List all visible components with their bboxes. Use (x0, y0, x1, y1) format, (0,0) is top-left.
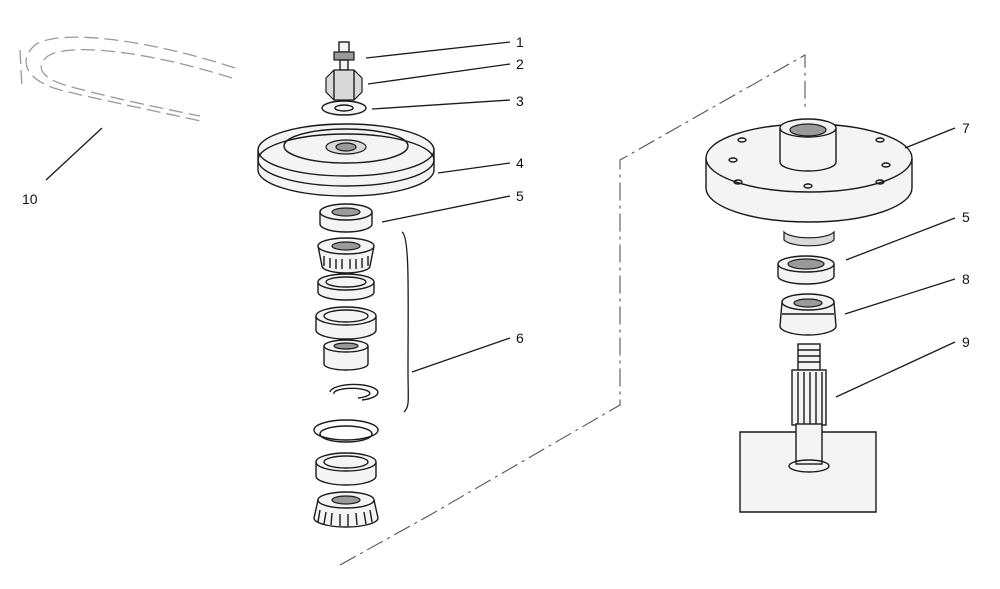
leader-4 (437, 162, 511, 174)
alignment-line (339, 54, 806, 566)
seal-upper (319, 203, 373, 233)
nut (325, 69, 363, 101)
v-belt (19, 36, 236, 123)
bracket-6 (401, 231, 409, 413)
leader-5a (381, 195, 511, 223)
leader-lines (365, 41, 956, 398)
callout-3: 3 (516, 93, 524, 109)
callout-9: 9 (962, 334, 970, 350)
callout-5-lower: 5 (962, 209, 970, 225)
bearing-cup-lower-ring (313, 419, 379, 443)
leader-7 (904, 127, 956, 149)
bearing-cup-upper (317, 273, 375, 301)
leader-1 (365, 41, 511, 59)
grease-fitting (333, 41, 355, 71)
callout-7: 7 (962, 120, 970, 136)
washer (321, 100, 367, 116)
leader-6 (411, 337, 511, 373)
bearing-cup-lower (315, 452, 377, 486)
leader-8 (844, 278, 956, 315)
callout-1: 1 (516, 34, 524, 50)
spindle-shaft (739, 343, 877, 513)
callout-10: 10 (22, 191, 38, 207)
bearing-cone-upper (317, 237, 375, 274)
callout-8: 8 (962, 271, 970, 287)
snap-ring (329, 383, 379, 401)
bearing (779, 293, 837, 336)
bearing-cone-lower (313, 491, 379, 528)
callout-6: 6 (516, 330, 524, 346)
leader-10 (45, 127, 103, 181)
callout-5-upper: 5 (516, 188, 524, 204)
leader-5b (845, 217, 956, 261)
leader-3 (371, 99, 511, 110)
seal-lower (777, 255, 835, 285)
leader-9 (835, 341, 956, 398)
pulley (257, 123, 435, 197)
spindle-housing (705, 118, 913, 247)
callout-4: 4 (516, 155, 524, 171)
bearing-cup-middle (315, 306, 377, 340)
callout-2: 2 (516, 56, 524, 72)
leader-2 (367, 63, 511, 85)
spacer (323, 339, 369, 371)
